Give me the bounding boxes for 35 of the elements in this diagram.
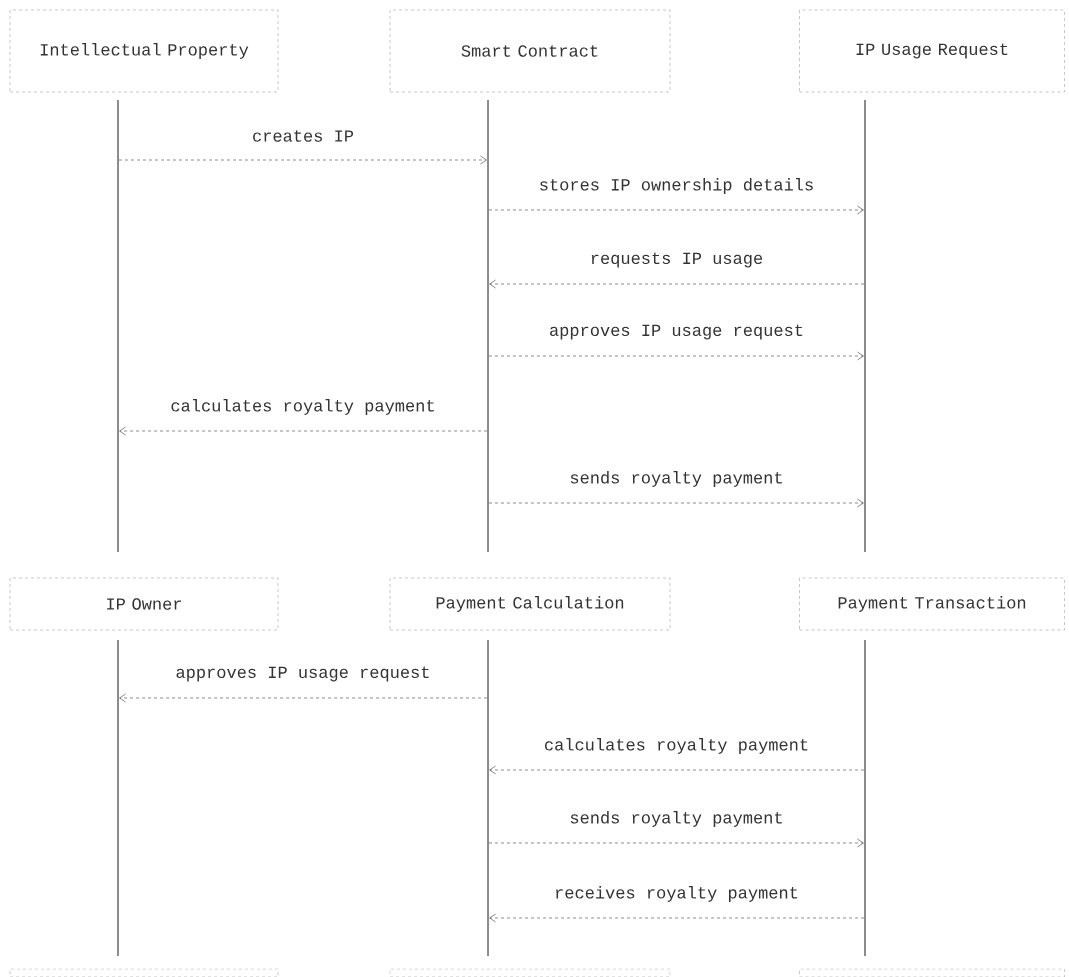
participant-box: Payment Calculation — [389, 577, 671, 631]
message-label: stores IP ownership details — [540, 178, 813, 194]
message-label: receives royalty payment — [556, 886, 798, 902]
participant-box — [9, 968, 279, 977]
lifeline — [864, 640, 866, 956]
participant-box: IP Usage Request — [799, 9, 1065, 93]
message-arrow — [488, 351, 864, 361]
message-label: calculates royalty payment — [544, 738, 808, 754]
message-arrow — [118, 155, 487, 165]
message-label: sends royalty payment — [570, 811, 782, 827]
participant-box: IP Owner — [9, 577, 279, 631]
message-label: requests IP usage — [591, 252, 763, 268]
lifeline — [487, 640, 489, 956]
message-label: approves IP usage request — [176, 666, 429, 682]
message-arrow — [488, 498, 864, 508]
message-arrow — [119, 426, 488, 436]
participant-box — [799, 968, 1065, 977]
lifeline — [487, 100, 489, 552]
participant-box: Intellectual Property — [9, 9, 279, 93]
message-label: approves IP usage request — [550, 324, 803, 340]
message-arrow — [119, 693, 488, 703]
lifeline — [864, 100, 866, 552]
message-label: creates IP — [253, 130, 354, 142]
message-arrow — [488, 205, 864, 215]
message-arrow — [488, 838, 864, 848]
message-arrow — [489, 913, 865, 923]
message-label: calculates royalty payment — [171, 399, 434, 415]
message-arrow — [489, 765, 865, 775]
lifeline — [117, 100, 119, 552]
participant-box: Payment Transaction — [799, 577, 1065, 631]
lifeline — [117, 640, 119, 956]
message-arrow — [489, 279, 865, 289]
participant-box — [389, 968, 671, 977]
participant-box: Smart Contract — [389, 9, 671, 93]
message-label: sends royalty payment — [570, 471, 782, 487]
